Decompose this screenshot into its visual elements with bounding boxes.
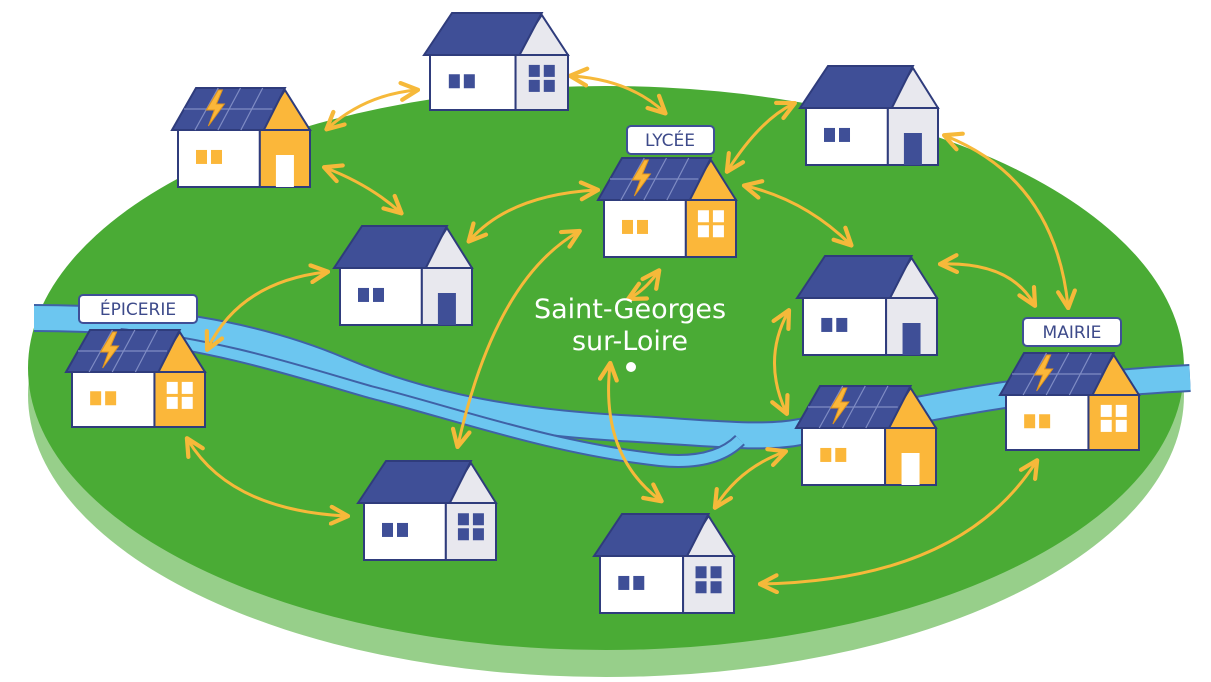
house-center-left <box>332 225 474 326</box>
lycee-label: LYCÉE <box>645 129 695 151</box>
arrow <box>321 163 404 216</box>
house-solar-lycee <box>596 157 738 258</box>
lycee-tag: LYCÉE <box>626 125 715 155</box>
lightning-bolt-icon <box>830 387 850 425</box>
lightning-bolt-icon <box>205 89 226 127</box>
house-center-right <box>795 255 939 356</box>
arrow <box>937 253 1038 308</box>
arrow <box>770 308 792 417</box>
arrow <box>757 458 1040 595</box>
arrow <box>204 263 331 352</box>
house-bottom-left <box>356 460 498 561</box>
town-location-dot <box>626 362 636 372</box>
mairie-tag: MAIRIE <box>1022 317 1122 347</box>
arrow <box>626 268 662 302</box>
arrow <box>567 66 668 116</box>
house-solar-epicerie <box>64 329 207 428</box>
town-name-line2: sur-Loire <box>572 326 688 357</box>
lightning-bolt-icon <box>1033 354 1054 392</box>
house-top-center <box>422 12 570 111</box>
house-solar-right <box>794 385 938 486</box>
house-bottom-center <box>592 513 736 614</box>
house-solar-top-left <box>170 87 312 188</box>
arrow <box>450 228 582 450</box>
arrow <box>724 100 797 174</box>
arrow <box>324 80 421 132</box>
lightning-bolt-icon <box>99 331 120 369</box>
arrow <box>597 360 664 504</box>
epicerie-label: ÉPICERIE <box>100 298 176 320</box>
town-name-line1: Saint-Georges <box>534 294 726 325</box>
arrow <box>712 447 789 510</box>
arrow <box>741 179 854 248</box>
energy-exchange-arrows <box>184 66 1077 595</box>
house-solar-mairie <box>998 352 1141 451</box>
arrow <box>941 131 1077 311</box>
arrow <box>184 436 351 526</box>
house-top-right <box>798 65 940 166</box>
lightning-bolt-icon <box>631 159 652 197</box>
epicerie-tag: ÉPICERIE <box>78 294 198 324</box>
mairie-label: MAIRIE <box>1043 323 1102 343</box>
